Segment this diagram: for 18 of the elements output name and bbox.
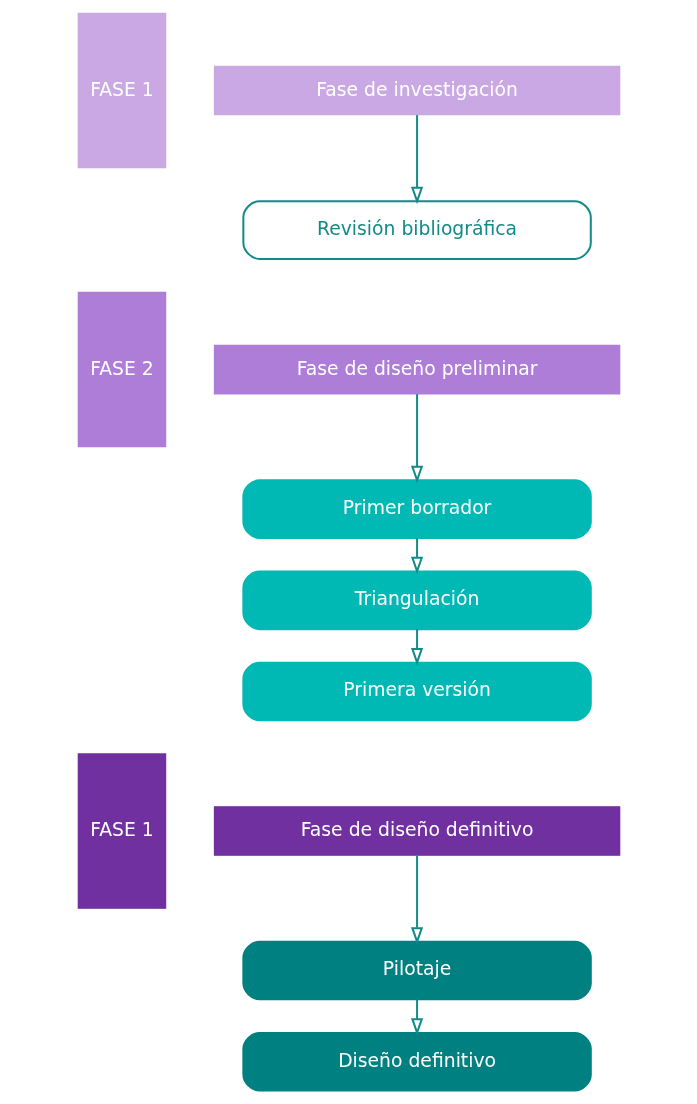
node-box: Diseño definitivo [241,1031,592,1092]
node-box: FASE 2 [77,291,166,448]
node-box: FASE 1 [77,753,166,909]
node-box: Fase de diseño preliminar [213,344,620,395]
node-box: FASE 1 [77,12,166,169]
arrow [410,629,423,666]
arrow [410,999,423,1036]
arrow [410,115,423,205]
node-box: Pilotaje [241,940,592,1001]
arrow [410,394,423,484]
node-box: Primera versión [241,661,592,722]
arrow [410,855,423,945]
arrow [410,537,423,575]
node-box: Fase de diseño definitivo [213,806,620,856]
node-box: Revisión bibliográfica [241,200,592,260]
node-box: Fase de investigación [213,65,620,116]
node-box: Triangulación [241,570,592,631]
node-box: Primer borrador [241,479,592,539]
